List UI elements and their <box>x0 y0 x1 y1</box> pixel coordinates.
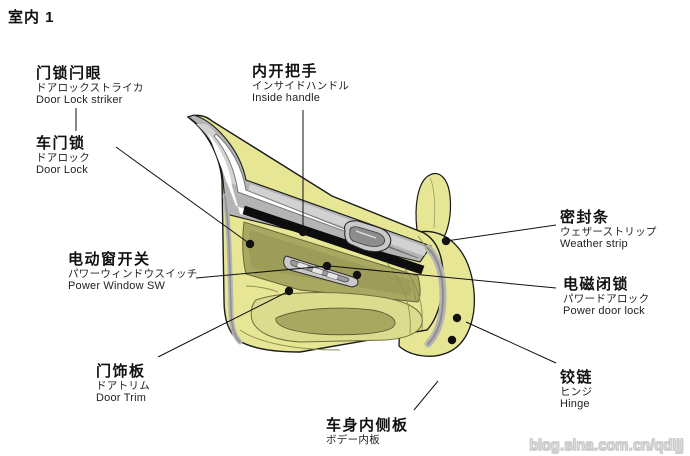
callout-jp-body-inner-panel: ボデー内板 <box>326 433 380 446</box>
callout-power-door-lock: 电磁闭锁 パワードアロック Power door lock <box>563 277 649 317</box>
callout-jp-hinge: ヒンジ <box>560 385 593 398</box>
marker-weather-strip <box>441 236 451 246</box>
trim-seams <box>239 235 431 351</box>
callout-power-window-sw: 电动窗开关 パワーウィンドウスイッチ Power Window SW <box>68 252 198 292</box>
callout-en-power-window-sw: Power Window SW <box>68 279 166 292</box>
leader-power-door-lock <box>329 265 557 289</box>
weather-strip-vertical <box>424 244 447 348</box>
callout-jp-inside-handle: インサイドハンドル <box>252 79 350 92</box>
marker-inside-handle <box>298 227 308 237</box>
callout-door-lock-striker: 门锁闩眼 ドアロックストライカ Door Lock striker <box>36 66 144 106</box>
callout-en-door-trim: Door Trim <box>96 391 147 404</box>
leader-body-inner-panel <box>413 380 439 411</box>
callout-inside-handle: 内开把手 インサイドハンドル Inside handle <box>252 64 349 104</box>
marker-dots <box>245 227 462 345</box>
callout-hinge: 铰链 ヒンジ Hinge <box>560 370 593 410</box>
leader-hinge <box>465 321 557 364</box>
callout-cn-power-window-sw: 电动窗开关 <box>68 251 151 268</box>
leader-door-trim <box>157 290 290 358</box>
callout-door-lock: 车门锁 ドアロック Door Lock <box>36 136 90 176</box>
marker-door-lock <box>245 239 255 249</box>
callout-en-inside-handle: Inside handle <box>252 91 321 104</box>
callout-cn-door-trim: 门饰板 <box>96 363 146 380</box>
callout-jp-door-lock-striker: ドアロックストライカ <box>36 81 144 94</box>
marker-power-door-lock <box>352 270 362 280</box>
callout-cn-door-lock: 车门锁 <box>36 135 86 152</box>
inside-handle <box>344 220 392 253</box>
callout-en-hinge: Hinge <box>560 397 590 410</box>
callout-cn-weather-strip: 密封条 <box>560 209 610 226</box>
leader-lines <box>75 108 557 411</box>
callout-cn-hinge: 铰链 <box>560 369 594 386</box>
callout-body-inner-panel: 车身内侧板 ボデー内板 <box>326 418 409 447</box>
callout-jp-power-door-lock: パワードアロック <box>563 292 650 305</box>
callout-en-power-door-lock: Power door lock <box>563 304 645 317</box>
callout-en-door-lock-striker: Door Lock striker <box>36 93 123 106</box>
marker-hinge <box>452 313 462 323</box>
callout-jp-power-window-sw: パワーウィンドウスイッチ <box>68 267 198 280</box>
marker-power-window-sw <box>322 261 332 271</box>
callout-en-door-lock: Door Lock <box>36 163 88 176</box>
watermark: blog.sina.com.cn/qdljj <box>529 437 684 455</box>
callout-jp-door-trim: ドアトリム <box>96 379 150 392</box>
callout-cn-body-inner-panel: 车身内侧板 <box>326 417 409 434</box>
callout-cn-door-lock-striker: 门锁闩眼 <box>36 65 103 82</box>
callout-cn-inside-handle: 内开把手 <box>252 63 319 80</box>
callout-en-weather-strip: Weather strip <box>560 237 628 250</box>
armrest <box>250 292 423 343</box>
callout-jp-door-lock: ドアロック <box>36 151 90 164</box>
leader-door-lock <box>115 146 251 245</box>
marker-body-inner-panel <box>447 335 457 345</box>
callout-cn-power-door-lock: 电磁闭锁 <box>563 276 630 293</box>
leader-power-window-sw <box>195 265 328 279</box>
callout-weather-strip: 密封条 ウェザーストリップ Weather strip <box>560 210 657 250</box>
callout-jp-weather-strip: ウェザーストリップ <box>560 225 657 238</box>
page-title: 室内 1 <box>8 9 55 26</box>
weather-strip-front <box>222 193 243 345</box>
callout-door-trim: 门饰板 ドアトリム Door Trim <box>96 364 150 404</box>
leader-weather-strip <box>445 224 557 242</box>
glass-opening <box>208 133 419 266</box>
door-mirror-sail <box>415 173 452 241</box>
marker-door-trim <box>284 286 294 296</box>
power-window-switch <box>283 255 359 288</box>
